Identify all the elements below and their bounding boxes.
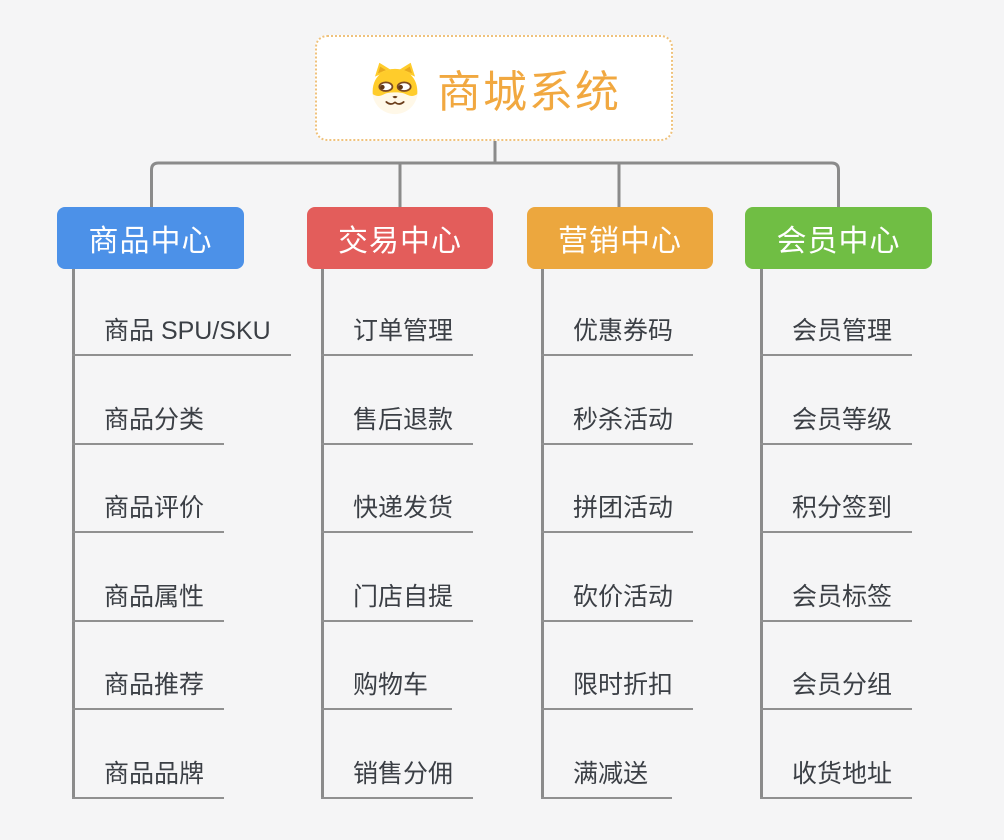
- leaf-coupon-code[interactable]: 优惠券码: [541, 310, 694, 356]
- root-label: 商城系统: [437, 68, 621, 117]
- leaf-product-attribute[interactable]: 商品属性: [72, 576, 225, 622]
- leaf-bargain-activity[interactable]: 砍价活动: [541, 576, 694, 622]
- leaf-product-review[interactable]: 商品评价: [72, 487, 225, 533]
- leaf-product-category[interactable]: 商品分类: [72, 399, 225, 445]
- leaf-limited-time-discount[interactable]: 限时折扣: [541, 664, 694, 710]
- leaf-store-pickup[interactable]: 门店自提: [321, 576, 474, 622]
- root-node-mall-system[interactable]: 商城系统: [315, 35, 673, 141]
- leaf-member-group[interactable]: 会员分组: [760, 664, 913, 710]
- leaf-express-delivery[interactable]: 快递发货: [321, 487, 474, 533]
- branch-trade-center[interactable]: 交易中心: [307, 207, 493, 269]
- leaf-product-recommend[interactable]: 商品推荐: [72, 664, 225, 710]
- leaf-product-brand[interactable]: 商品品牌: [72, 753, 225, 799]
- branch-product-center[interactable]: 商品中心: [57, 207, 244, 269]
- leaf-full-reduction-promo[interactable]: 满减送: [541, 753, 672, 799]
- leaf-order-management[interactable]: 订单管理: [321, 310, 474, 356]
- leaf-member-level[interactable]: 会员等级: [760, 399, 913, 445]
- leaf-member-management[interactable]: 会员管理: [760, 310, 913, 356]
- dog-face-icon: [367, 61, 423, 115]
- leaf-shipping-address[interactable]: 收货地址: [760, 753, 913, 799]
- leaf-sales-commission[interactable]: 销售分佣: [321, 753, 474, 799]
- leaf-product-spu-sku[interactable]: 商品 SPU/SKU: [72, 310, 291, 356]
- leaf-member-tag[interactable]: 会员标签: [760, 576, 913, 622]
- leaf-shopping-cart[interactable]: 购物车: [321, 664, 452, 710]
- leaf-group-buy[interactable]: 拼团活动: [541, 487, 694, 533]
- leaf-points-checkin[interactable]: 积分签到: [760, 487, 913, 533]
- leaf-after-sale-refund[interactable]: 售后退款: [321, 399, 474, 445]
- branch-marketing-center[interactable]: 营销中心: [527, 207, 713, 269]
- branch-member-center[interactable]: 会员中心: [745, 207, 932, 269]
- leaf-flash-sale[interactable]: 秒杀活动: [541, 399, 694, 445]
